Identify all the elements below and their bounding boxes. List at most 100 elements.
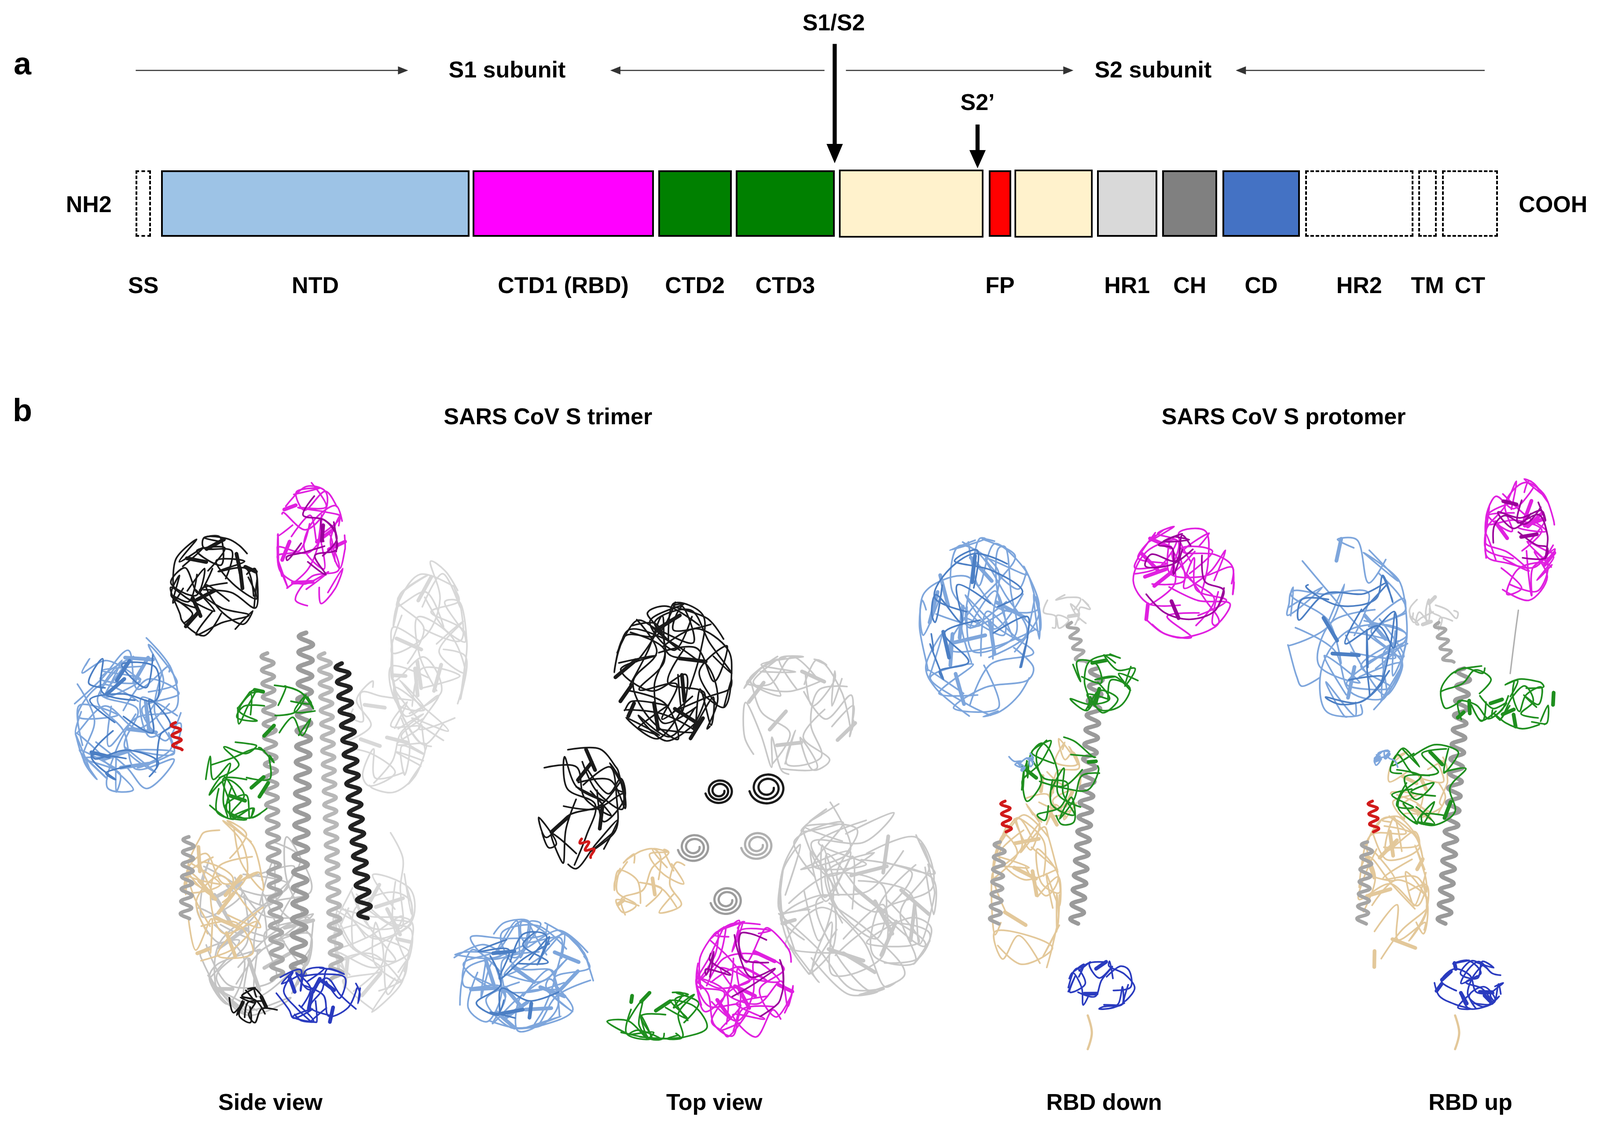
beta-strand xyxy=(215,987,233,991)
ribbon xyxy=(397,575,428,664)
ribbon xyxy=(1485,481,1517,558)
ribbon xyxy=(1029,757,1034,767)
view-caption: RBD up xyxy=(1428,1090,1513,1114)
beta-strand xyxy=(1092,660,1107,663)
ribbon xyxy=(1050,767,1075,815)
span-arrow xyxy=(618,69,825,71)
ribbon xyxy=(1009,756,1024,767)
alpha-helix xyxy=(710,888,741,914)
beta-strand xyxy=(1014,838,1039,844)
ribbon xyxy=(89,654,160,723)
ribbon xyxy=(1150,551,1215,626)
ribbon xyxy=(780,824,810,924)
ribbon xyxy=(738,932,769,963)
ribbon xyxy=(1471,701,1497,721)
ribbon xyxy=(478,939,550,979)
domain-box: NTD xyxy=(161,170,470,237)
ribbon xyxy=(567,935,594,981)
ribbon xyxy=(639,882,677,907)
beta-strand xyxy=(1323,617,1338,641)
beta-strand xyxy=(392,675,406,676)
ribbon xyxy=(1524,478,1549,503)
domain-box: FP xyxy=(988,170,1012,237)
ribbon-structures xyxy=(74,478,1556,1049)
ribbon xyxy=(228,828,264,891)
ribbon xyxy=(667,648,715,730)
beta-strand xyxy=(1392,939,1416,948)
beta-strand xyxy=(1375,759,1380,761)
beta-strand xyxy=(828,949,864,961)
beta-strand xyxy=(493,950,515,954)
ribbon xyxy=(1372,816,1421,861)
beta-strand xyxy=(586,749,595,771)
beta-strand xyxy=(215,917,239,928)
beta-strand xyxy=(264,951,293,968)
alpha-helix xyxy=(1368,800,1379,832)
beta-strand xyxy=(236,553,241,573)
span-arrow xyxy=(135,69,400,71)
domain-label: HR2 xyxy=(1336,273,1383,297)
beta-strand xyxy=(1503,501,1517,505)
arrow-head xyxy=(969,150,986,169)
beta-strand xyxy=(1436,983,1442,991)
beta-strand xyxy=(1460,992,1467,1004)
panel-letter: a xyxy=(13,47,32,80)
beta-strand xyxy=(631,995,632,1002)
span-arrow xyxy=(845,69,1066,71)
ribbon xyxy=(1043,600,1069,628)
beta-strand xyxy=(197,949,209,954)
ribbon xyxy=(1337,537,1386,583)
beta-strand xyxy=(386,737,407,743)
beta-strand xyxy=(1084,991,1097,996)
domain-label: CTD2 xyxy=(664,273,725,297)
ribbon xyxy=(196,875,261,934)
ribbon xyxy=(954,549,1023,607)
ribbon xyxy=(1416,801,1447,825)
ribbon xyxy=(659,862,685,914)
ribbon xyxy=(1146,587,1225,620)
beta-strand xyxy=(261,997,266,1007)
ribbon xyxy=(1106,965,1132,991)
ribbon xyxy=(1414,767,1466,826)
beta-strand xyxy=(289,977,295,992)
ribbon xyxy=(1069,972,1090,1006)
ribbon xyxy=(1158,533,1190,575)
beta-strand xyxy=(655,1001,670,1011)
beta-strand xyxy=(910,903,915,941)
beta-strand xyxy=(225,876,241,896)
ribbon xyxy=(1084,653,1120,710)
subunit-label: S1 subunit xyxy=(448,58,566,81)
ribbon xyxy=(883,834,937,915)
ribbon xyxy=(424,597,467,643)
beta-strand xyxy=(106,678,125,695)
arrow-head xyxy=(1235,66,1246,75)
cleavage-arrow xyxy=(832,44,837,147)
beta-strand xyxy=(417,661,422,689)
ribbon xyxy=(1306,575,1393,606)
ribbon xyxy=(632,622,693,720)
beta-strand xyxy=(1171,601,1179,618)
subunit-label: S2 subunit xyxy=(1094,58,1212,81)
beta-strand xyxy=(674,708,698,723)
ribbon xyxy=(280,967,325,991)
ribbon xyxy=(993,616,1030,668)
panel-heading: SARS CoV S protomer xyxy=(1161,404,1406,428)
ribbon xyxy=(760,656,804,690)
ribbon xyxy=(337,922,402,992)
ribbon xyxy=(743,702,789,775)
domain-segment xyxy=(839,170,983,237)
ribbon xyxy=(785,686,848,767)
domain-box: CTD2 xyxy=(658,170,732,237)
ribbon xyxy=(219,741,257,778)
ribbon xyxy=(1325,670,1390,705)
ribbon xyxy=(962,542,1028,658)
ribbon xyxy=(202,536,248,579)
beta-strand xyxy=(1521,534,1538,537)
ribbon xyxy=(1374,754,1381,765)
ribbon xyxy=(196,535,225,571)
terminus-label: COOH xyxy=(1518,192,1588,216)
ribbon xyxy=(1405,871,1428,934)
ribbon xyxy=(123,699,171,768)
domain-box: CT xyxy=(1442,170,1499,237)
beta-strand xyxy=(397,939,411,943)
